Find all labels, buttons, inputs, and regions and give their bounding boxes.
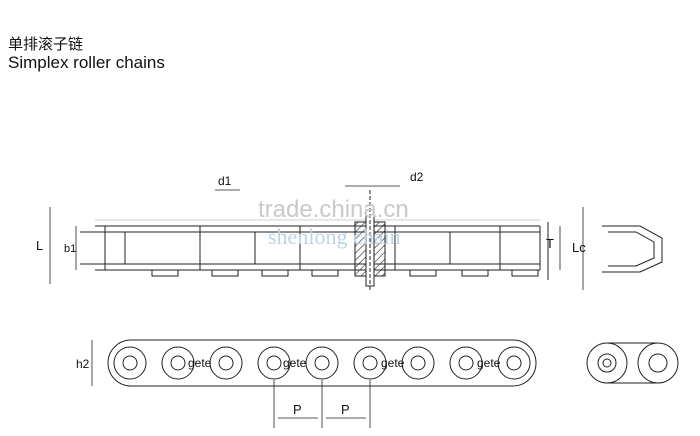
end-view-link (586, 342, 679, 384)
plate-label: gete (477, 356, 501, 370)
plate-label: gete (381, 356, 405, 370)
title-chinese: 单排滚子链 (8, 35, 84, 53)
watermark-trade: trade.china.cn (258, 196, 409, 223)
rollers (113, 346, 531, 380)
link-separators (104, 226, 501, 270)
dim-label-T: T (546, 236, 554, 251)
plate-label: gete (188, 356, 212, 370)
dim-label-Lc: Lc (572, 240, 586, 255)
dim-label-d1: d1 (218, 174, 232, 188)
pin-section (354, 190, 386, 290)
dim-label-b1: b1 (64, 243, 76, 255)
pitch-dimensions (273, 380, 371, 428)
side-view (80, 190, 549, 290)
dim-label-L: L (36, 238, 43, 253)
pin-heads-bottom (151, 269, 539, 277)
dim-label-d2: d2 (410, 170, 424, 184)
plate-label: gete (283, 356, 307, 370)
title-english: Simplex roller chains (8, 53, 165, 72)
front-view (107, 339, 537, 387)
dim-label-h2: h2 (76, 357, 90, 371)
side-view-dimensions (49, 185, 584, 290)
end-view-plate (602, 225, 663, 273)
watermark-brand: shenlong chain (268, 224, 401, 249)
dim-label-P: P (293, 402, 302, 417)
dim-label-P: P (341, 402, 350, 417)
